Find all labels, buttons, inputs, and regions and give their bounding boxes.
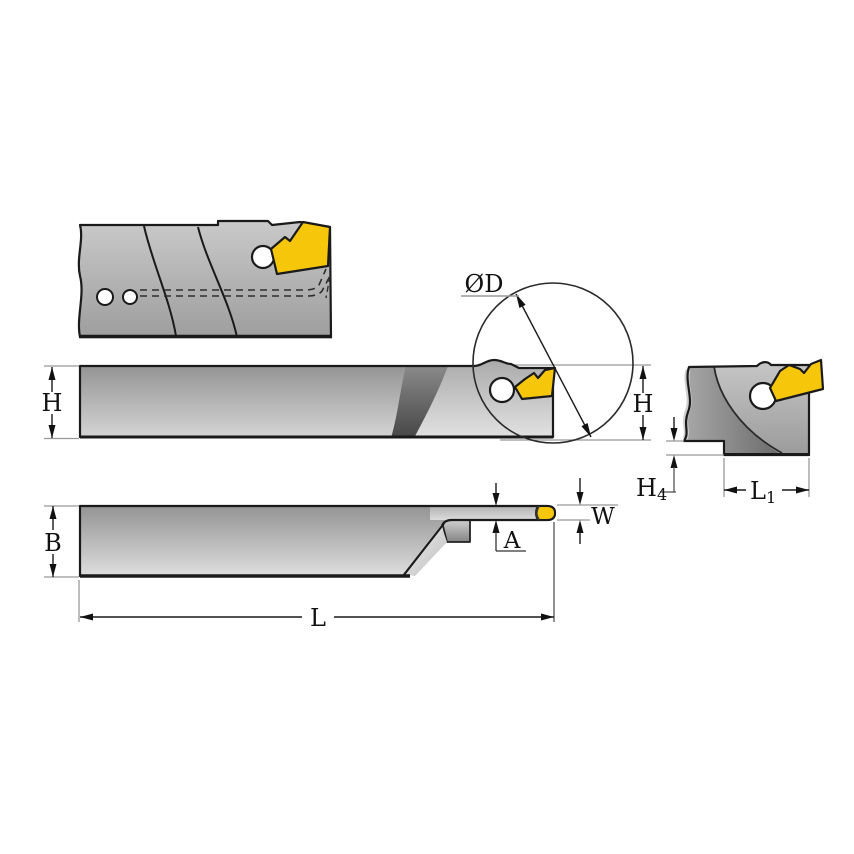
arrowhead — [639, 427, 647, 440]
dim-diameter: ØD — [461, 270, 592, 438]
dim-label-height-left: H — [42, 389, 63, 417]
arrowhead — [48, 367, 56, 380]
clamp-curve-2 — [197, 226, 238, 338]
arrowhead — [670, 455, 678, 468]
blade-thin-section — [430, 506, 538, 520]
dim-body-height: B — [41, 506, 65, 577]
arrowhead — [670, 428, 678, 441]
shank-right-light — [414, 360, 553, 438]
shank-swirl-band — [391, 366, 448, 438]
end-view: H4 L1 — [636, 358, 825, 507]
dim-label-insert-width: W — [591, 504, 615, 530]
blade-holder-body — [80, 506, 555, 576]
arrowhead — [581, 423, 591, 437]
insert-screw-hole-side — [488, 376, 516, 404]
arrowhead — [48, 425, 56, 438]
end-view-dark-face — [684, 366, 782, 455]
arrowhead — [80, 613, 93, 621]
dim-overall-length: L — [80, 604, 554, 632]
cutting-insert-side — [513, 366, 557, 401]
clamp-curve-1 — [143, 225, 177, 337]
arrowhead — [516, 294, 526, 308]
arrowhead — [541, 613, 554, 621]
arrowhead — [492, 520, 500, 533]
cutting-insert-top — [269, 220, 332, 276]
end-view-outline — [682, 361, 811, 457]
arrowhead — [796, 486, 809, 494]
arrowhead — [49, 564, 57, 577]
arrowhead — [724, 486, 737, 494]
hidden-edge-line — [325, 275, 331, 299]
clamp-step-block — [442, 519, 471, 543]
dim-label-height-right: H — [633, 390, 654, 418]
hidden-blade-line-2 — [140, 273, 332, 297]
dim-label-step-height: H4 — [636, 474, 667, 504]
hidden-blade-line-1 — [140, 268, 327, 291]
dim-insert-width: W — [576, 478, 615, 544]
mount-hole-2 — [122, 289, 138, 305]
bottom-view: B A W L — [41, 478, 618, 632]
mount-hole-1 — [96, 288, 114, 306]
arrowhead — [639, 366, 647, 379]
dim-label-blade-offset: A — [503, 528, 521, 554]
dim-height-right: H — [631, 366, 655, 440]
arrowhead — [576, 492, 584, 505]
end-view-shading-curve — [713, 365, 783, 454]
dim-head-length: L1 — [724, 477, 809, 507]
side-view: ØD H H — [40, 270, 655, 444]
dim-label-overall-length: L — [310, 604, 326, 632]
dim-step-height: H4 — [636, 417, 678, 504]
arrowhead — [49, 506, 57, 519]
cutting-insert-end — [768, 358, 825, 403]
dim-label-diameter: ØD — [465, 270, 504, 298]
shank-outline — [78, 358, 555, 439]
insert-seat-line — [535, 505, 540, 521]
dim-height-left: H — [40, 367, 64, 438]
dim-label-body-height: B — [44, 529, 62, 557]
arrowhead — [576, 520, 584, 533]
top-view — [77, 219, 333, 339]
dim-label-head-length: L1 — [750, 477, 776, 507]
dim-blade-offset: A — [492, 483, 526, 554]
arrowhead — [492, 493, 500, 506]
workpiece-circle — [472, 282, 634, 444]
